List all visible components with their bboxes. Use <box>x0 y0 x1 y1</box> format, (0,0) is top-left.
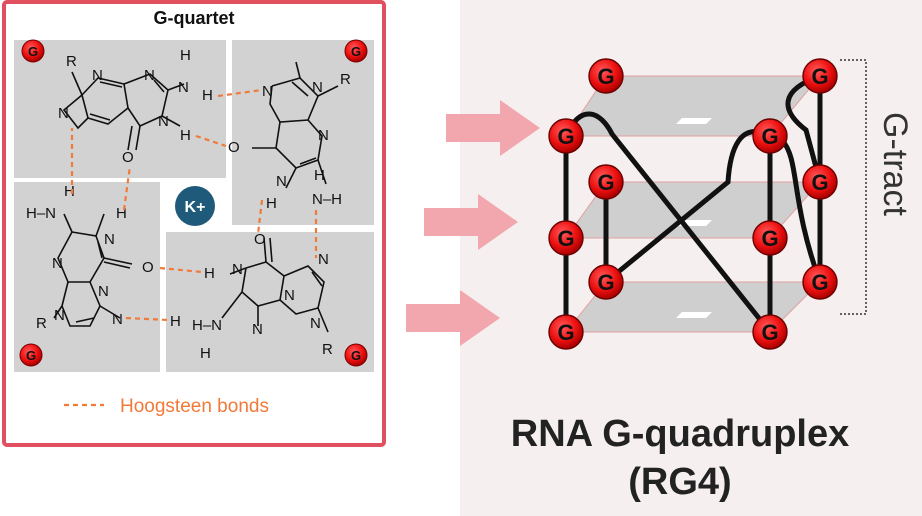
g-node <box>802 164 838 200</box>
atom-label: N <box>232 261 243 278</box>
atom-label: H <box>64 183 75 200</box>
rg4-title-line1: RNA G-quadruplex <box>511 413 850 455</box>
guanine-block-top-left <box>14 40 226 178</box>
atom-label: H–N <box>26 205 56 222</box>
atom-label: H <box>314 167 325 184</box>
atom-label: O <box>122 149 134 166</box>
guanine-3-atoms: H–N H H N N O N N R N <box>26 183 154 332</box>
atom-label: N <box>58 105 69 122</box>
transition-arrows <box>406 100 540 346</box>
atom-label: H <box>200 345 211 362</box>
hoogsteen-bonds <box>70 88 318 322</box>
legend-label: Hoogsteen bonds <box>120 396 269 417</box>
g-node-label: G <box>557 124 574 149</box>
g-node <box>548 314 584 350</box>
g-node-label: G <box>557 320 574 345</box>
corner-g-label: G <box>28 44 38 59</box>
potassium-ion: K+ <box>175 186 215 226</box>
g-node-label: G <box>597 64 614 89</box>
g-node <box>548 220 584 256</box>
arrow-bottom <box>406 290 500 346</box>
atom-label: N <box>312 79 323 96</box>
atom-label: N <box>104 231 115 248</box>
guanine-1-structure <box>62 71 185 151</box>
atom-label: H <box>180 127 191 144</box>
g-node-label: G <box>761 124 778 149</box>
g-node <box>588 164 624 200</box>
atom-label: R <box>66 53 77 70</box>
g-node-label: G <box>597 270 614 295</box>
g-node <box>802 264 838 300</box>
g-node <box>752 220 788 256</box>
atom-label: N <box>158 113 169 130</box>
guanine-3-structure <box>53 213 133 327</box>
arrow-middle <box>424 194 518 250</box>
atom-label: O <box>254 231 266 248</box>
g-node-label: G <box>811 270 828 295</box>
quartet-planes <box>564 75 822 333</box>
rg4-title-line2: (RG4) <box>628 461 731 503</box>
guanine-4-atoms: O H N N N H H–N N H N R <box>170 231 333 362</box>
atom-label: H <box>170 313 181 330</box>
g-node <box>588 264 624 300</box>
atom-label: H <box>204 265 215 282</box>
g-node-label: G <box>597 170 614 195</box>
atom-label: N <box>318 127 329 144</box>
atom-label: N <box>144 67 155 84</box>
g-quartet-title: G-quartet <box>154 8 235 28</box>
atom-label: N <box>112 311 123 328</box>
atom-label: R <box>340 71 351 88</box>
atom-label: H–N <box>192 317 222 334</box>
g-node <box>588 58 624 94</box>
atom-label: R <box>36 315 47 332</box>
corner-g-markers: G G G G <box>19 39 368 367</box>
g-node-label: G <box>811 170 828 195</box>
g-tract-label: G-tract <box>876 112 914 216</box>
g-node-label: G <box>557 226 574 251</box>
atom-label: N–H <box>312 191 342 208</box>
atom-label: N <box>92 67 103 84</box>
ion-label: K+ <box>185 199 206 216</box>
atom-label: O <box>142 259 154 276</box>
guanine-block-bottom-left <box>14 182 160 372</box>
guanine-block-top-right <box>232 40 374 225</box>
atom-label: O <box>228 139 240 156</box>
corner-g-label: G <box>26 348 36 363</box>
atom-label: N <box>52 255 63 272</box>
atom-label: N <box>262 83 273 100</box>
g-node <box>752 118 788 154</box>
atom-label: N <box>318 251 329 268</box>
atom-label: H <box>116 205 127 222</box>
atom-label: N <box>54 307 65 324</box>
legend: Hoogsteen bonds <box>64 396 269 417</box>
guanine-2-structure <box>252 61 339 189</box>
guanine-1-atoms: R N N H N H N H N O <box>58 47 213 166</box>
corner-g-label: G <box>351 44 361 59</box>
atom-label: H <box>180 47 191 64</box>
atom-label: N <box>98 283 109 300</box>
g-tract-bracket: G-tract <box>840 59 914 315</box>
atom-label: N <box>252 321 263 338</box>
atom-label: N <box>178 79 189 96</box>
g-node-label: G <box>761 226 778 251</box>
guanine-2-atoms: N N R N O N H N–H H <box>228 71 351 212</box>
g-nodes: G G G G G G G G G G G G <box>548 58 838 350</box>
arrow-top <box>446 100 540 156</box>
atom-label: R <box>322 341 333 358</box>
corner-g-label: G <box>351 348 361 363</box>
g-node-label: G <box>811 64 828 89</box>
g-node <box>752 314 788 350</box>
guanine-4-structure <box>221 237 329 333</box>
g-node-label: G <box>761 320 778 345</box>
atom-label: N <box>276 173 287 190</box>
atom-label: N <box>284 287 295 304</box>
atom-label: N <box>310 315 321 332</box>
atom-label: H <box>266 195 277 212</box>
g-node <box>548 118 584 154</box>
g-node <box>802 58 838 94</box>
atom-label: H <box>202 87 213 104</box>
